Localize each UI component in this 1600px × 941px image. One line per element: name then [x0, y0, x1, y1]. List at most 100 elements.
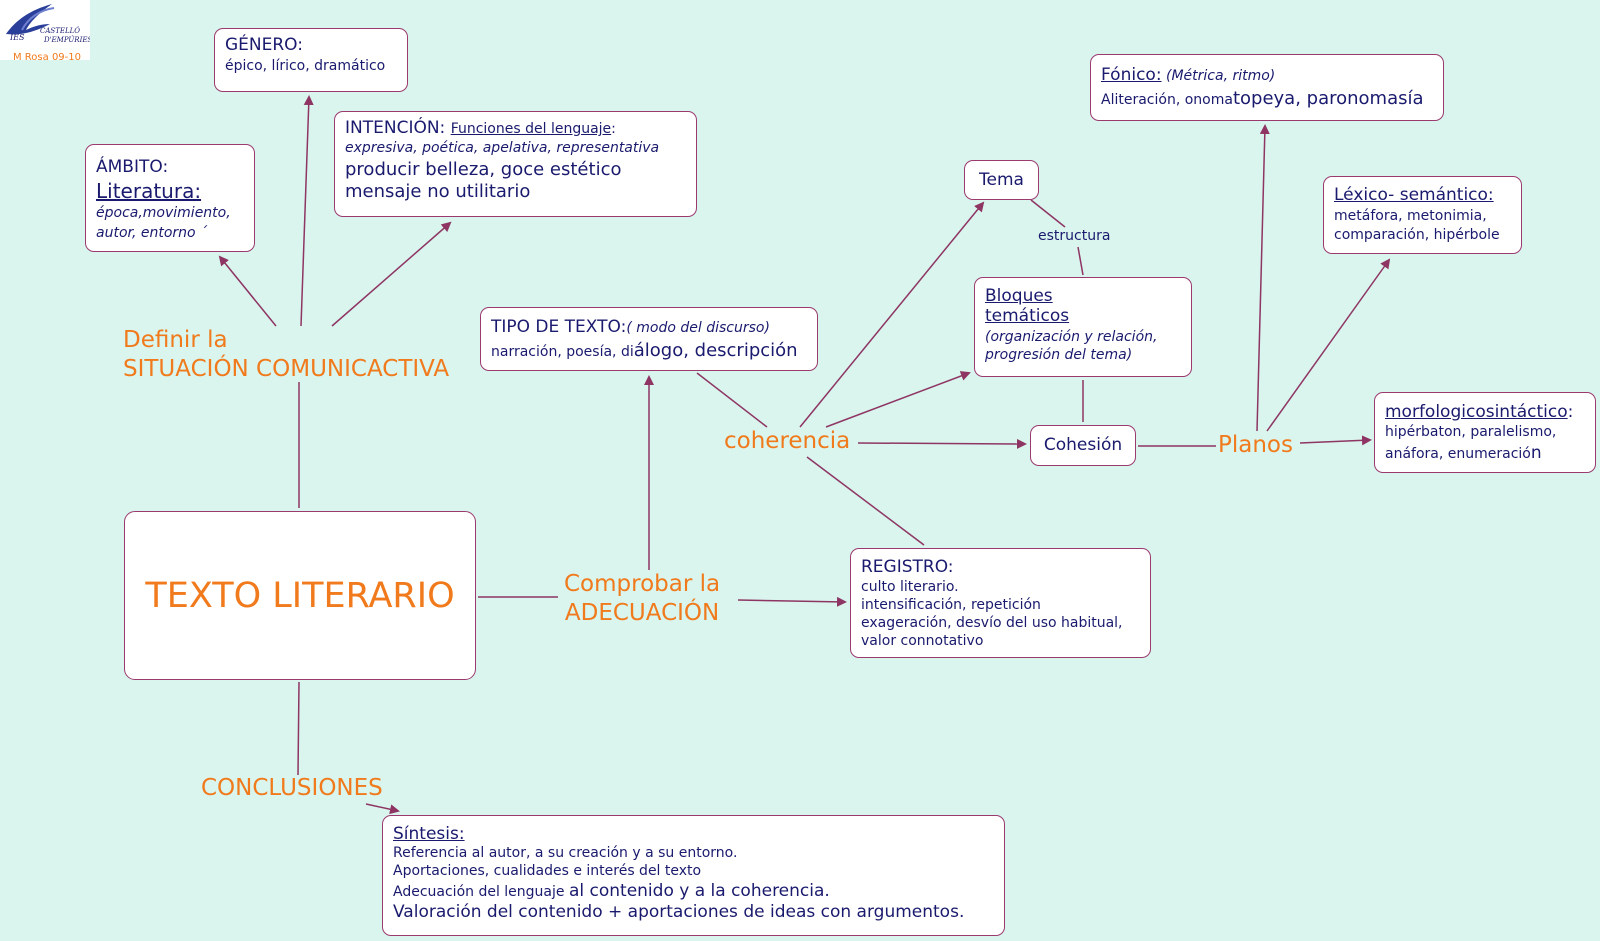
morfo-heading: morfologicosintáctico:: [1385, 402, 1585, 422]
connector-situacion-ambito: [218, 255, 277, 327]
svg-text:D'EMPÚRIES: D'EMPÚRIES: [43, 35, 90, 44]
tema-box: Tema: [964, 160, 1039, 200]
registro-line-3: exageración, desvío del uso habitual,: [861, 614, 1123, 631]
intencion-heading: INTENCIÓN: Funciones del lenguaje:: [345, 118, 686, 138]
genero-title: GÉNERO:: [225, 35, 303, 55]
morfo-line-1: hipérbaton, paralelismo,: [1385, 424, 1557, 441]
conclusiones-label: CONCLUSIONES: [201, 775, 383, 801]
fonico-subtitle: (Métrica, ritmo): [1161, 68, 1276, 84]
fonico-line-1b: topeya, paronomasía: [1232, 88, 1424, 110]
morfo-title: morfologicosintáctico: [1385, 402, 1568, 422]
bloques-box: Bloques temáticos (organización y relaci…: [974, 277, 1192, 377]
genero-text: épico, lírico, dramático: [225, 58, 386, 75]
tipo-heading: TIPO DE TEXTO:( modo del discurso): [491, 317, 807, 337]
svg-text:IES: IES: [9, 33, 25, 42]
planos-label: Planos: [1218, 432, 1293, 458]
sintesis-line-2: Aportaciones, cualidades e interés del t…: [393, 863, 702, 880]
connector-adecuacion-registro: [737, 596, 847, 607]
connector-coherencia-registro: [806, 456, 925, 546]
registro-title: REGISTRO:: [861, 557, 954, 577]
intencion-line-1: expresiva, poética, apelativa, represent…: [345, 140, 660, 157]
cohesion-label: Cohesión: [1043, 435, 1123, 456]
fonico-line-1: Aliteración, onomatopeya, paronomasía: [1101, 88, 1433, 110]
registro-box: REGISTRO: culto literario. intensificaci…: [850, 548, 1151, 658]
morfo-line-2a: anáfora, enumeració: [1385, 446, 1531, 463]
morfo-line-2b: n: [1530, 443, 1542, 464]
connector-planos-lexico: [1266, 258, 1391, 432]
bird-logo-icon: IES CASTELLÓ D'EMPÚRIES: [6, 4, 92, 44]
author-credit: M Rosa 09-10: [13, 52, 81, 63]
coherencia-label: coherencia: [724, 428, 851, 454]
ambito-line-1: época,movimiento,: [96, 205, 231, 222]
connector-main-conclusiones: [297, 681, 300, 776]
bloques-line-1: (organización y relación,: [985, 328, 1158, 345]
ambito-subtitle: Literatura:: [96, 179, 202, 204]
tipo-subtitle: ( modo del discurso): [626, 320, 770, 336]
registro-line-4: valor connotativo: [861, 632, 984, 649]
tipo-line-1a: narración, poesía, di: [491, 344, 634, 361]
fonico-heading: Fónico: (Métrica, ritmo): [1101, 65, 1433, 85]
lexico-line-2: comparación, hipérbole: [1334, 227, 1500, 244]
connector-coherencia-tema: [799, 201, 985, 428]
fonico-line-1a: Aliteración, onoma: [1101, 92, 1233, 109]
sintesis-line-3: Adecuación del lenguaje al contenido y a…: [393, 881, 994, 901]
ambito-title: ÁMBITO:: [96, 157, 169, 177]
tema-label: Tema: [979, 169, 1024, 190]
morfo-line-2: anáfora, enumeración: [1385, 443, 1585, 463]
ambito-line-2: autor, entorno ´: [96, 225, 208, 242]
connector-tema-estructura: [1030, 199, 1066, 228]
tipo-box: TIPO DE TEXTO:( modo del discurso) narra…: [480, 307, 818, 371]
bloques-line-2: progresión del tema): [985, 346, 1133, 363]
funciones-link: Funciones del lenguaje: [450, 121, 612, 137]
connector-conclusiones-sintesis: [365, 803, 400, 815]
connector-coherencia-cohesion: [857, 438, 1027, 449]
adecuacion-line-1: Comprobar la: [564, 571, 721, 597]
school-logo: IES CASTELLÓ D'EMPÚRIES M Rosa 09-10: [0, 0, 92, 63]
connector-situacion-genero: [300, 95, 314, 327]
lexico-line-1: metáfora, metonimia,: [1334, 208, 1487, 225]
registro-line-1: culto literario.: [861, 579, 959, 596]
connector-planos-morfo: [1299, 435, 1372, 446]
connector-situacion-intencion: [331, 221, 452, 327]
genero-box: GÉNERO: épico, lírico, dramático: [214, 28, 408, 92]
ambito-box: ÁMBITO: Literatura: época,movimiento, au…: [85, 144, 255, 252]
sintesis-line-3b: al contenido y a la coherencia.: [568, 880, 830, 901]
intencion-line-3: mensaje no utilitario: [345, 180, 531, 202]
lexico-box: Léxico- semántico: metáfora, metonimia, …: [1323, 176, 1522, 254]
sintesis-line-4: Valoración del contenido + aportaciones …: [393, 902, 965, 923]
adecuacion-label: Comprobar la ADECUACIÓN: [564, 570, 720, 628]
sintesis-line-1: Referencia al autor, a su creación y a s…: [393, 845, 738, 862]
fonico-title: Fónico:: [1101, 65, 1162, 85]
connector-planos-fonico: [1256, 124, 1270, 432]
bloques-title-1: Bloques: [985, 286, 1053, 306]
tipo-line-1b: álogo, descripción: [633, 340, 798, 362]
intencion-colon: :: [611, 121, 616, 137]
main-title: TEXTO LITERARIO: [145, 575, 455, 616]
connector-tipo-coherencia: [696, 372, 768, 428]
registro-line-2: intensificación, repetición: [861, 597, 1041, 614]
cohesion-box: Cohesión: [1030, 425, 1136, 466]
intencion-box: INTENCIÓN: Funciones del lenguaje: expre…: [334, 111, 697, 217]
lexico-title: Léxico- semántico:: [1334, 185, 1494, 205]
situacion-line-2: SITUACIÓN COMUNICACTIVA: [123, 355, 450, 382]
connector-coherencia-bloques: [825, 371, 971, 428]
tipo-title: TIPO DE TEXTO:: [491, 317, 627, 337]
sintesis-title: Síntesis:: [393, 824, 465, 844]
tipo-line-1: narración, poesía, diálogo, descripción: [491, 340, 807, 362]
fonico-box: Fónico: (Métrica, ritmo) Aliteración, on…: [1090, 54, 1444, 121]
main-topic-box: TEXTO LITERARIO: [124, 511, 476, 680]
morfo-box: morfologicosintáctico: hipérbaton, paral…: [1374, 392, 1596, 473]
sintesis-box: Síntesis: Referencia al autor, a su crea…: [382, 815, 1005, 936]
situacion-label: Definir la SITUACIÓN COMUNICACTIVA: [123, 326, 449, 384]
adecuacion-line-2: ADECUACIÓN: [564, 599, 720, 626]
bloques-title-2: temáticos: [985, 306, 1070, 327]
intencion-title: INTENCIÓN:: [345, 118, 451, 138]
svg-text:CASTELLÓ: CASTELLÓ: [40, 26, 80, 35]
morfo-colon: :: [1567, 402, 1574, 422]
estructura-label: estructura: [1038, 228, 1111, 244]
situacion-line-1: Definir la: [123, 327, 228, 353]
sintesis-line-3a: Adecuación del lenguaje: [393, 883, 569, 900]
intencion-line-2: producir belleza, goce estético: [345, 159, 622, 181]
